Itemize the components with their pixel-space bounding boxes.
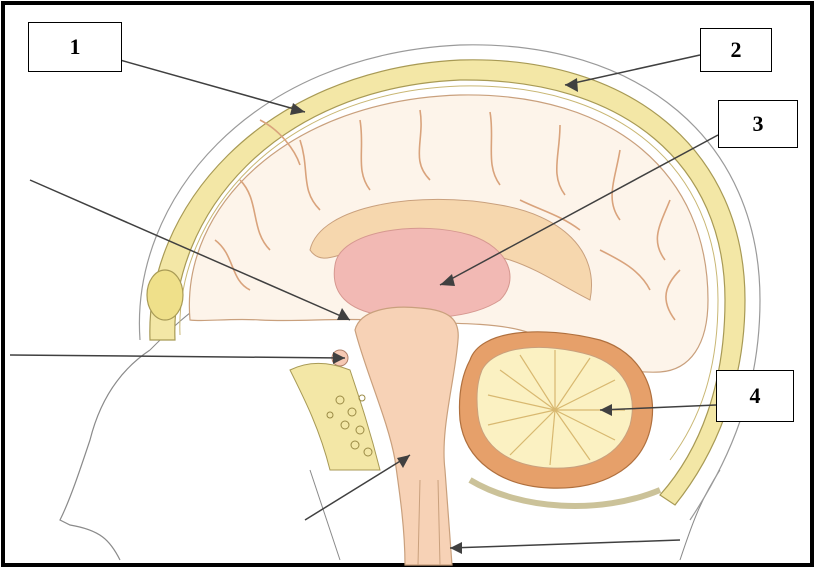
label-text-3: 3: [753, 111, 764, 137]
frontal-sinus: [147, 270, 183, 320]
label-box-1: 1: [28, 22, 122, 72]
label-box-4: 4: [716, 370, 794, 422]
label-text-1: 1: [70, 34, 81, 60]
label-text-2: 2: [731, 37, 742, 63]
label-text-4: 4: [750, 383, 761, 409]
thalamus: [334, 228, 510, 318]
label-box-3: 3: [718, 100, 798, 148]
label-box-2: 2: [700, 28, 772, 72]
